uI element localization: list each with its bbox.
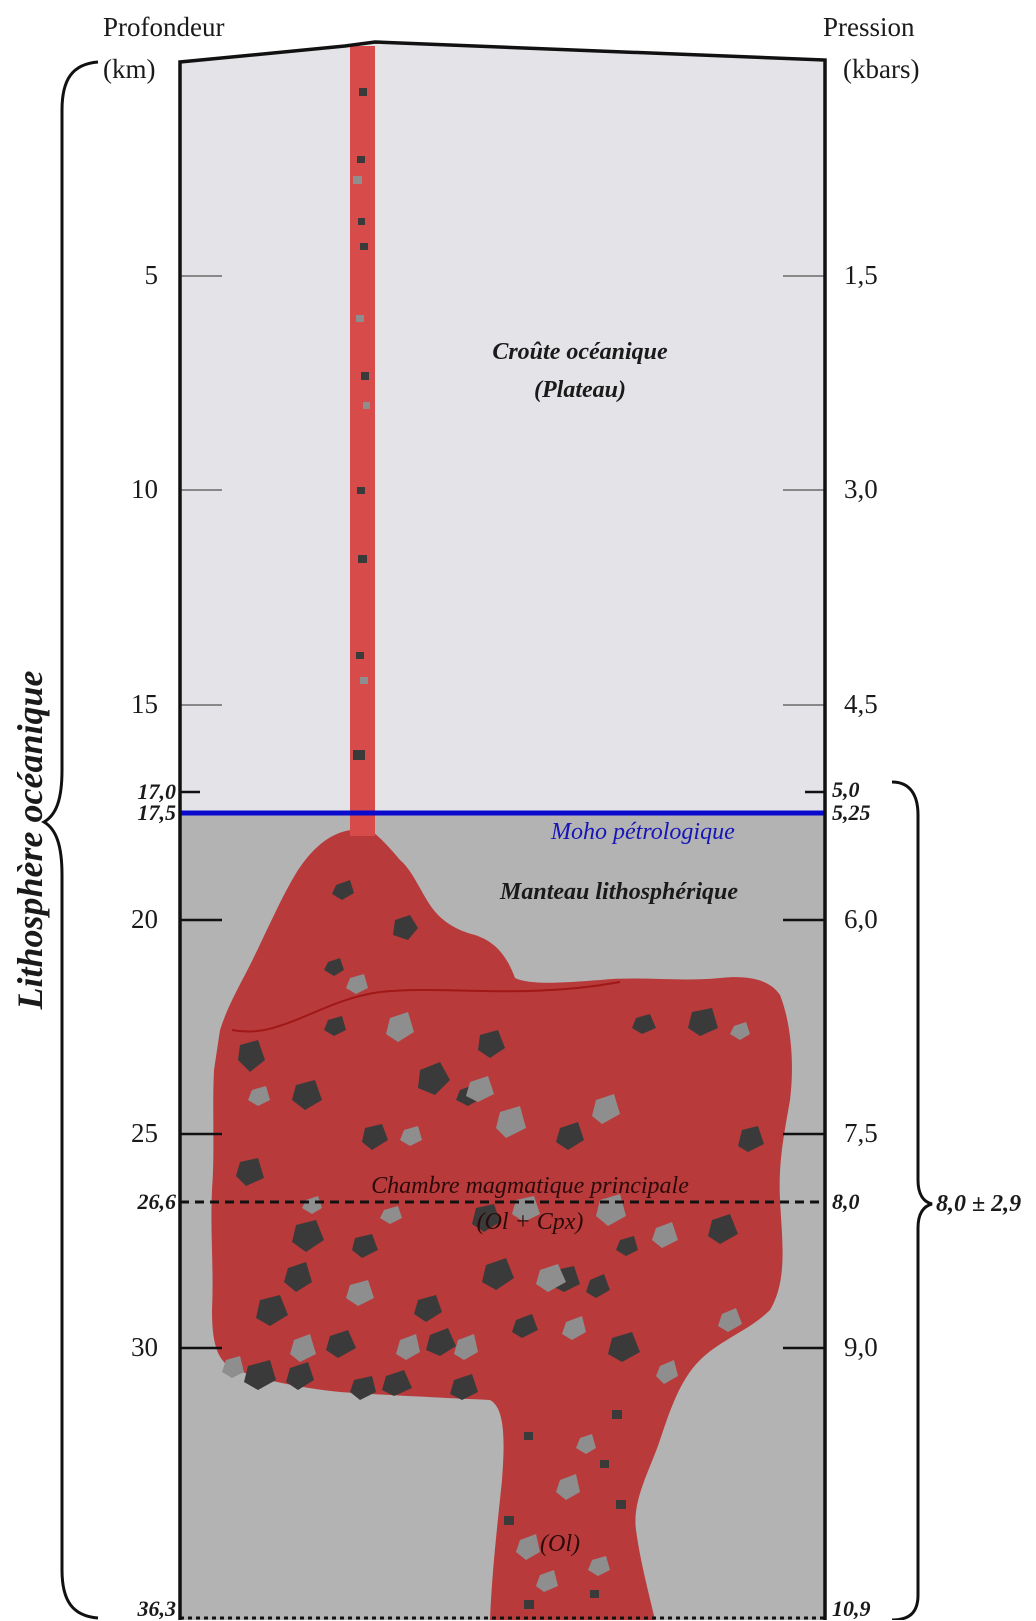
column-frame: [178, 40, 827, 1620]
pressure-tick-bold: 5,25: [832, 800, 871, 825]
pressure-tick-bold: 5,0: [832, 777, 860, 802]
left-axis-unit: (km): [103, 54, 156, 84]
lithosphere-brace: [41, 60, 99, 1620]
pressure-tick: 1,5: [844, 260, 878, 290]
conduit-crystals-dark: [504, 1410, 626, 1609]
oceanic-crust-area: [180, 42, 825, 814]
mantle-tick-marks: [180, 790, 825, 1350]
crust-sublabel: (Plateau): [534, 377, 626, 403]
pressure-tick-bold: 8,0: [832, 1189, 860, 1214]
pressure-tick-bold: 10,9: [832, 1596, 871, 1621]
pressure-range-brace: [891, 780, 933, 1620]
crust-label: Croûte océanique: [492, 339, 668, 365]
magma-dyke: [350, 46, 375, 836]
depth-tick: 20: [131, 904, 158, 934]
dyke-crystals: [353, 88, 369, 760]
pressure-range-label: 8,0 ± 2,9: [936, 1191, 1022, 1217]
pressure-tick: 6,0: [844, 904, 878, 934]
left-axis-title: Profondeur: [103, 12, 225, 42]
chamber-inner-line: [231, 981, 621, 1033]
depth-tick: 30: [131, 1332, 158, 1362]
chamber-label: Chambre magmatique principale: [371, 1173, 689, 1199]
pressure-tick: 9,0: [844, 1332, 878, 1362]
pressure-tick: 7,5: [844, 1118, 878, 1148]
crust-tick-marks: [180, 275, 825, 706]
depth-tick-bold: 36,3: [137, 1596, 177, 1621]
right-axis-unit: (kbars): [843, 54, 920, 84]
pressure-tick: 3,0: [844, 474, 878, 504]
right-axis-title: Pression: [823, 12, 915, 42]
depth-tick-bold: 17,0: [137, 779, 177, 804]
pressure-tick: 4,5: [844, 689, 878, 719]
depth-tick: 5: [144, 260, 159, 290]
moho-label: Moho pétrologique: [551, 819, 735, 845]
depth-tick-bold: 26,6: [137, 1189, 177, 1214]
chamber-sublabel: (Ol + Cpx): [476, 1209, 584, 1235]
depth-tick-bold: 17,5: [137, 800, 177, 825]
dyke-crystals-light: [353, 176, 370, 684]
chamber-crystals-dark: [236, 880, 764, 1400]
mantle-label: Manteau lithosphérique: [500, 879, 739, 905]
conduit-label: (Ol): [540, 1531, 580, 1557]
lithosphere-label: Lithosphère océanique: [10, 670, 50, 1010]
depth-tick: 25: [131, 1118, 158, 1148]
depth-tick: 10: [131, 474, 158, 504]
depth-tick: 15: [131, 689, 158, 719]
